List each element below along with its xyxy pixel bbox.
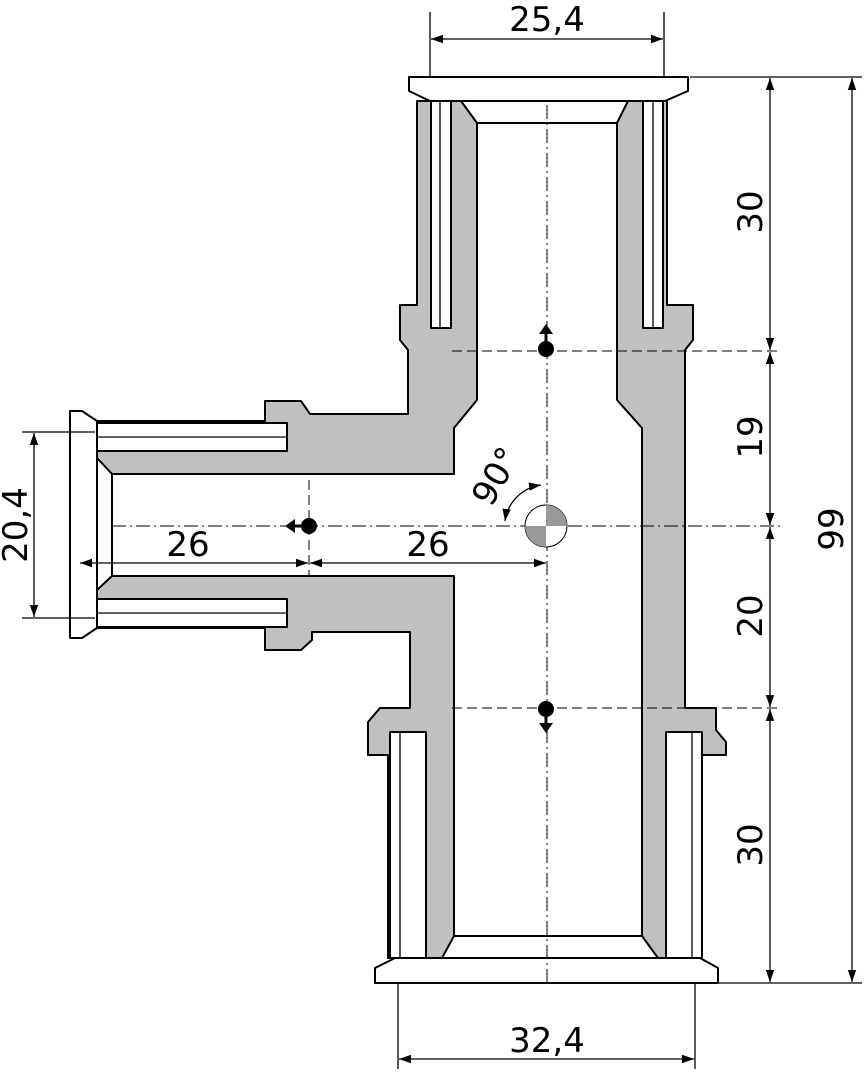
dim-lower-socket: 30 — [731, 823, 771, 866]
marker-left — [285, 518, 317, 534]
dim-upper-socket: 30 — [731, 190, 771, 233]
dim-branch-left: 26 — [166, 525, 209, 565]
dim-branch-right: 26 — [406, 525, 449, 565]
dim-left-height: 20,4 — [0, 487, 36, 563]
dim-upper-center: 19 — [731, 415, 771, 458]
dim-lower-center: 20 — [731, 594, 771, 637]
dim-top-width: 25,4 — [509, 0, 585, 40]
insertion-markers — [285, 324, 554, 733]
angle-arc — [502, 482, 542, 522]
left-socket-ring — [96, 457, 113, 591]
marker-bottom — [538, 701, 554, 733]
bottom-socket-ring — [441, 935, 659, 959]
left-socket-flange — [69, 410, 98, 639]
center-symbol — [524, 504, 568, 548]
top-socket-flange — [408, 76, 689, 102]
fitting-body — [69, 76, 727, 984]
bottom-socket-liner-right — [665, 731, 703, 959]
dim-bottom-width: 32,4 — [509, 1021, 585, 1061]
top-socket-ring — [460, 100, 629, 124]
dimension-labels: 25,4 32,4 20,4 26 26 90° 30 19 20 30 99 — [0, 0, 852, 1061]
top-socket-liner-left — [430, 100, 452, 329]
dimension-lines — [22, 12, 862, 1069]
marker-top — [538, 324, 554, 357]
bottom-socket-liner-left — [389, 731, 427, 959]
dim-overall: 99 — [812, 507, 852, 550]
tee-bore — [111, 122, 643, 937]
